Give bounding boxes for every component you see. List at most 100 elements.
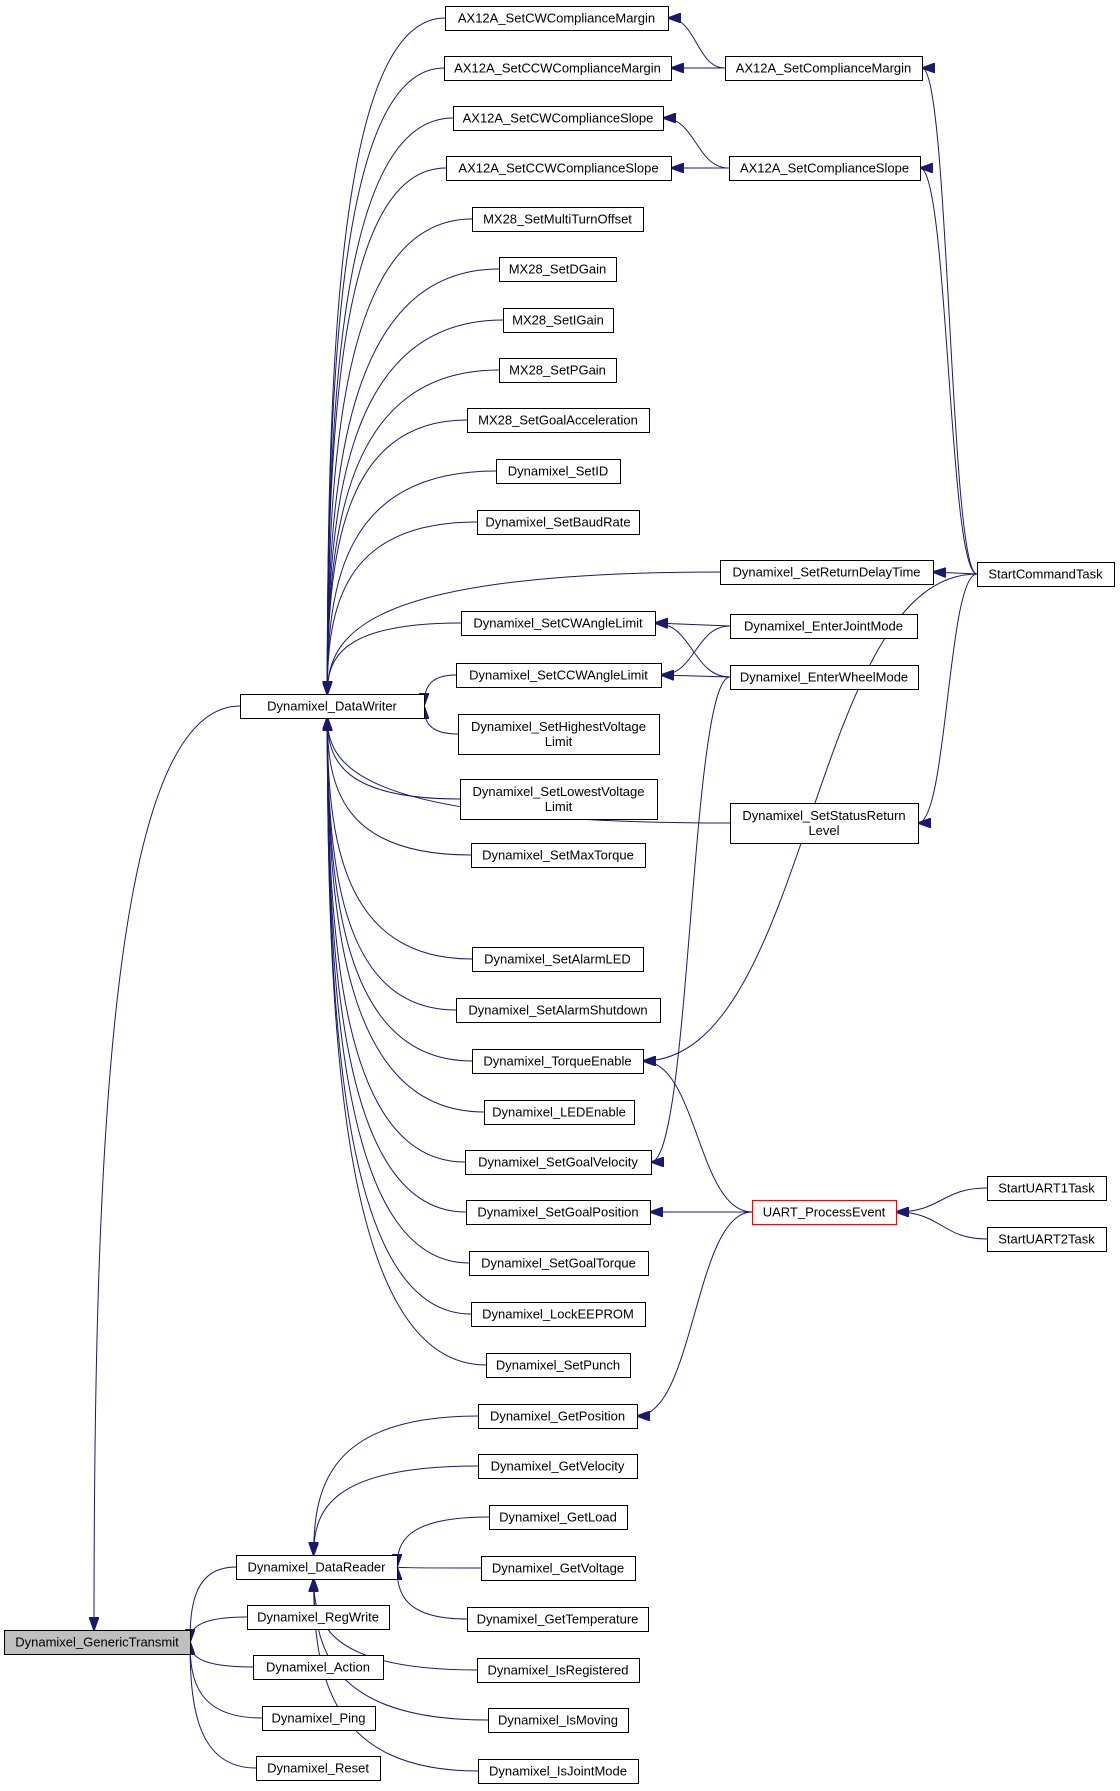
nodes-layer: Dynamixel_GenericTransmit Dynamixel_DataW… [4,6,1115,1784]
graph-node[interactable]: Dynamixel_GetPosition [478,1404,638,1429]
edge-line [327,419,468,694]
node-box [496,459,621,484]
graph-node[interactable]: Dynamixel_LockEEPROM [471,1302,646,1327]
graph-node[interactable]: AX12A_SetCCWComplianceMargin [444,56,672,81]
graph-node[interactable]: StartUART2Task [987,1227,1107,1252]
graph-node[interactable]: Dynamixel_SetGoalPosition [466,1200,651,1225]
graph-node[interactable]: Dynamixel_EnterJointMode [730,614,918,639]
graph-node[interactable]: Dynamixel_SetPunch [486,1353,631,1378]
graph-node[interactable]: Dynamixel_SetID [496,459,621,484]
call-edge [327,319,504,694]
node-label: Dynamixel_SetGoalVelocity [478,1155,638,1170]
graph-node[interactable]: Dynamixel_GetLoad [489,1505,628,1530]
graph-node[interactable]: Dynamixel_SetReturnDelayTime [720,560,934,585]
call-edge [397,1567,468,1620]
graph-node[interactable]: Dynamixel_DataWriter [240,694,425,719]
graph-node[interactable]: Dynamixel_SetAlarmShutdown [456,998,661,1023]
graph-node[interactable]: Dynamixel_TorqueEnable [472,1049,644,1074]
call-edge [327,167,447,694]
graph-node[interactable]: Dynamixel_EnterWheelMode [730,665,919,690]
call-edge [651,676,731,1162]
node-box [262,1706,376,1731]
graph-node[interactable]: AX12A_SetCCWComplianceSlope [446,156,672,181]
edge-line [424,674,457,706]
node-label: Dynamixel_GetLoad [499,1510,617,1525]
node-box [729,156,921,181]
graph-node[interactable]: UART_ProcessEvent [752,1200,897,1225]
edge-line [327,167,447,694]
call-edge [327,718,472,856]
graph-node[interactable]: MX28_SetIGain [503,308,614,333]
edge-line [920,168,978,575]
call-edge [643,1061,753,1213]
edge-line [327,622,462,694]
graph-node[interactable]: AX12A_SetComplianceMargin [725,56,923,81]
node-label: Dynamixel_SetReturnDelayTime [732,565,920,580]
graph-node[interactable]: Dynamixel_SetCCWAngleLimit [456,663,662,688]
graph-node[interactable]: Dynamixel_SetMaxTorque [471,843,646,868]
node-label: Dynamixel_SetLowestVoltage [473,784,645,799]
call-edge [94,705,241,1630]
edge-line [190,1616,248,1642]
call-edge [314,1579,478,1671]
graph-node[interactable]: Dynamixel_IsMoving [488,1708,629,1733]
graph-node[interactable]: Dynamixel_SetGoalVelocity [465,1150,652,1175]
node-box [471,843,646,868]
graph-node[interactable]: Dynamixel_Reset [256,1756,381,1781]
edge-line [896,1212,988,1240]
graph-node[interactable]: MX28_SetGoalAcceleration [467,408,650,433]
graph-node[interactable]: Dynamixel_SetCWAngleLimit [461,611,656,636]
call-edge [327,571,721,694]
graph-node[interactable]: Dynamixel_IsRegistered [477,1658,640,1683]
graph-node[interactable]: Dynamixel_RegWrite [247,1605,390,1630]
call-edge [327,17,446,694]
node-label: Dynamixel_RegWrite [257,1610,379,1625]
call-edge [933,572,978,574]
graph-node[interactable]: MX28_SetDGain [499,257,617,282]
graph-node[interactable]: Dynamixel_Action [253,1655,384,1680]
graph-node[interactable]: StartCommandTask [977,562,1115,587]
node-box [752,1200,897,1225]
graph-node[interactable]: Dynamixel_DataReader [236,1555,398,1580]
edge-line [327,718,485,1113]
graph-node[interactable]: Dynamixel_GetVoltage [481,1556,636,1581]
graph-node[interactable]: AX12A_SetCWComplianceMargin [445,6,669,31]
call-edge [314,1465,479,1555]
call-edge [327,718,467,1213]
node-box [720,560,934,585]
call-edge [327,718,731,824]
graph-node[interactable]: Dynamixel_GetTemperature [467,1607,649,1632]
node-box [987,1227,1107,1252]
graph-node[interactable]: Dynamixel_SetGoalTorque [469,1251,649,1276]
call-edge [190,1566,237,1642]
call-edge [424,706,459,735]
graph-node[interactable]: Dynamixel_Ping [262,1706,376,1731]
node-label: MX28_SetIGain [512,313,604,328]
node-box [730,803,919,844]
graph-node[interactable]: AX12A_SetCWComplianceSlope [453,106,664,131]
call-edge [397,1516,490,1567]
graph-node[interactable]: Dynamixel_IsJointMode [478,1759,639,1784]
call-edge [190,1642,257,1769]
graph-node[interactable]: Dynamixel_GenericTransmit [4,1630,191,1655]
call-edge [327,67,445,694]
graph-node[interactable]: Dynamixel_SetBaudRate [477,510,640,535]
graph-node[interactable]: Dynamixel_GetVelocity [478,1454,638,1479]
graph-node[interactable]: Dynamixel_LEDEnable [484,1100,635,1125]
graph-node[interactable]: StartUART1Task [987,1176,1107,1201]
node-label: Dynamixel_SetCCWAngleLimit [469,668,648,683]
node-label: UART_ProcessEvent [763,1205,886,1220]
graph-node[interactable]: Dynamixel_SetAlarmLED [472,947,644,972]
edge-line [190,1642,263,1719]
node-box [471,1302,646,1327]
graph-node[interactable]: MX28_SetMultiTurnOffset [472,207,644,232]
node-box [499,257,617,282]
graph-node[interactable]: AX12A_SetComplianceSlope [729,156,921,181]
graph-node[interactable]: MX28_SetPGain [499,358,617,383]
node-box [499,358,617,383]
node-box [472,207,644,232]
node-label: AX12A_SetComplianceSlope [740,161,909,176]
